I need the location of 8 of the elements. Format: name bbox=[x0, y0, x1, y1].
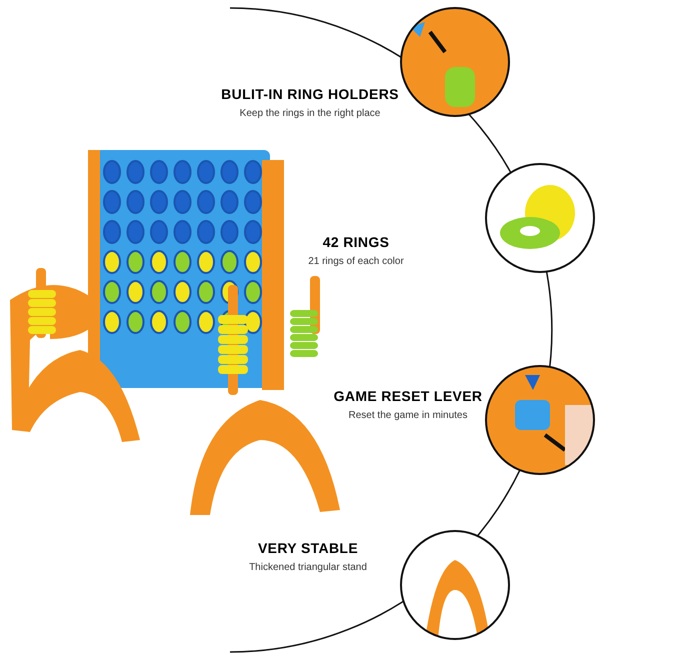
feature-heading: BULIT-IN RING HOLDERS bbox=[221, 86, 399, 102]
feature-description: Reset the game in minutes bbox=[348, 409, 468, 423]
feature-description: Keep the rings in the right place bbox=[240, 107, 380, 121]
feature-heading: 42 RINGS bbox=[322, 234, 390, 250]
feature-description: 21 rings of each color bbox=[308, 255, 404, 269]
feature-description: Thickened triangular stand bbox=[249, 561, 367, 575]
feature-heading: VERY STABLE bbox=[258, 540, 358, 556]
feature-heading: GAME RESET LEVER bbox=[334, 388, 482, 404]
